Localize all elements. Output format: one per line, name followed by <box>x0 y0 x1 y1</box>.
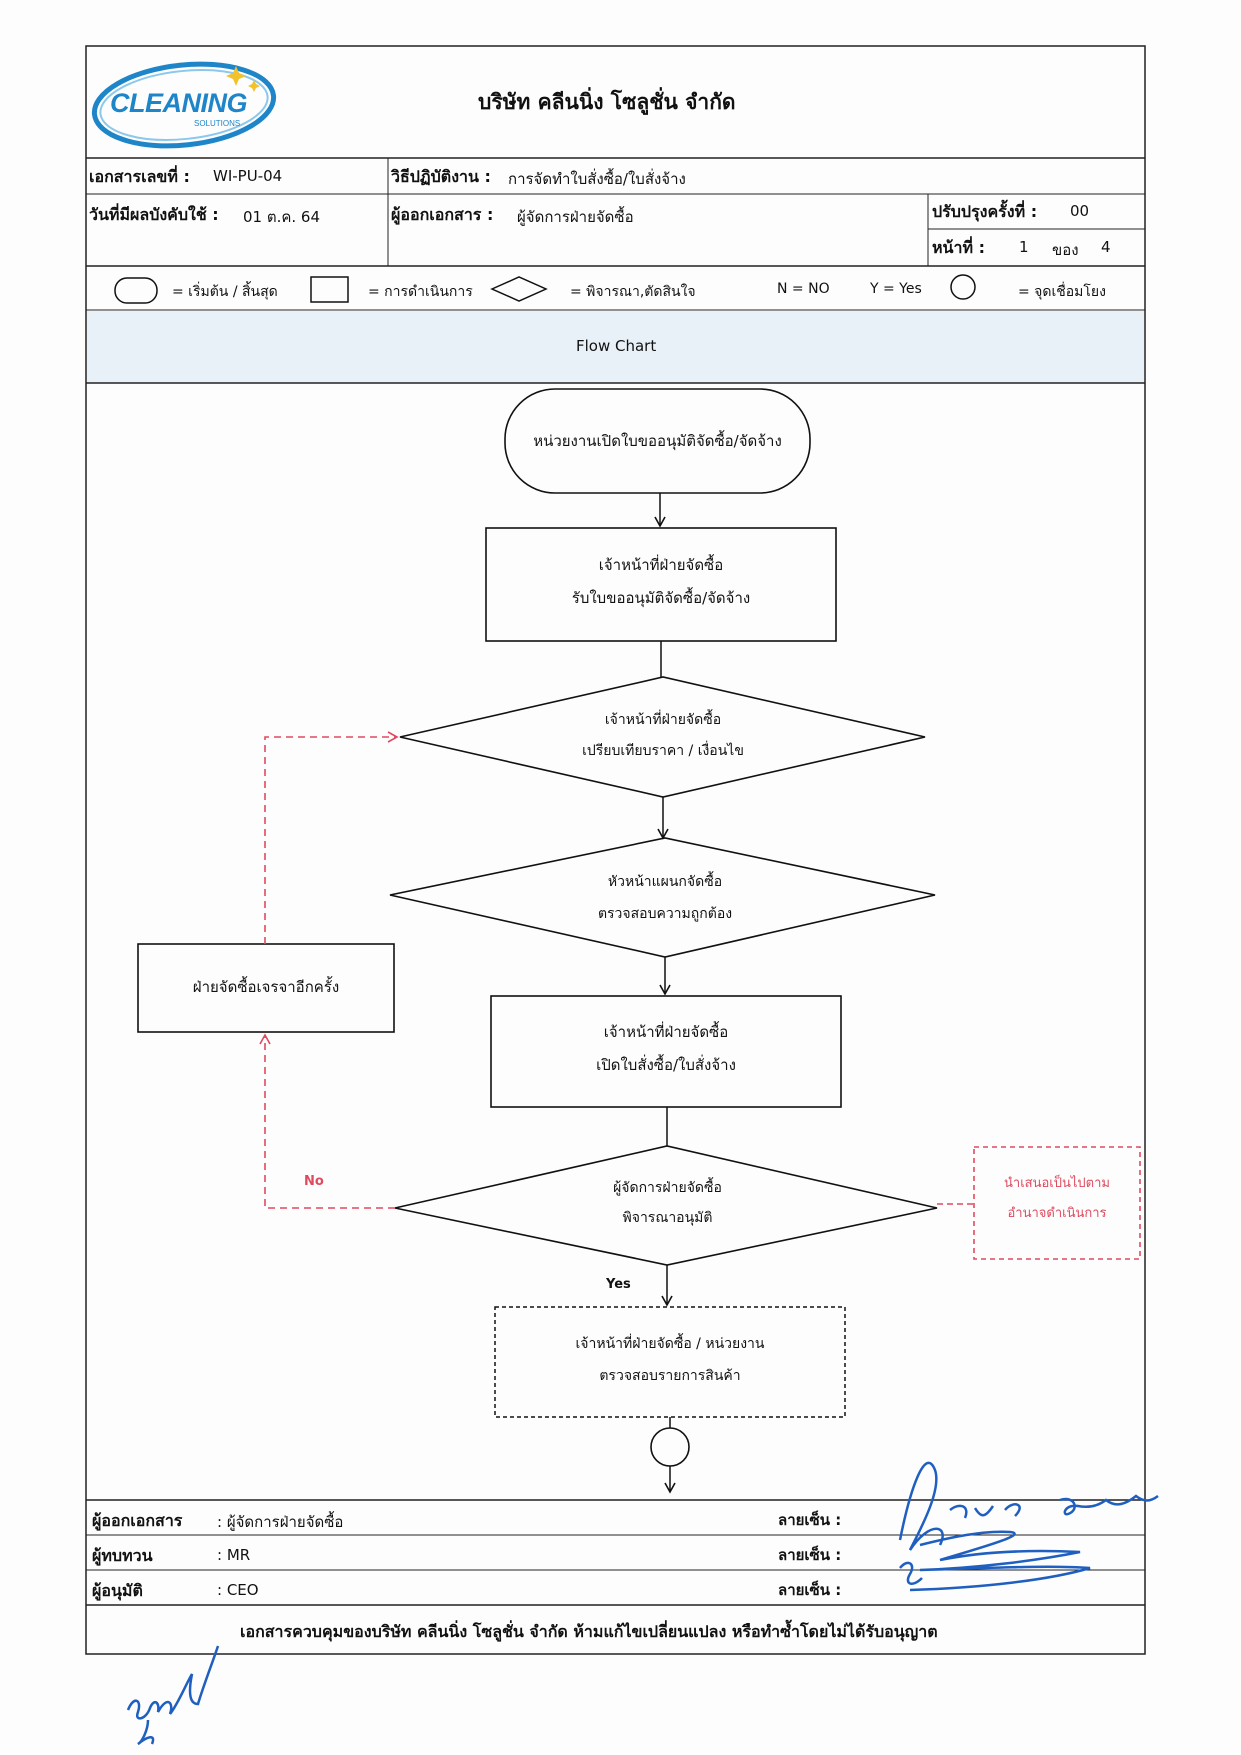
initials-mark <box>126 1645 220 1746</box>
logo-brand-text: CLEANING <box>110 88 248 118</box>
control-notice: เอกสารควบคุมของบริษัท คลีนนิ่ง โซลูชั่น … <box>240 1622 938 1641</box>
revision-label: ปรับปรุงครั้งที่ : <box>932 202 1038 221</box>
legend-decision: = พิจารณา,ตัดสินใจ <box>570 284 696 300</box>
start-terminal <box>504 388 811 494</box>
signature-label-2: ลายเซ็น : <box>778 1546 842 1564</box>
step1-line2: รับใบขออนุมัติจัดซื้อ/จัดจ้าง <box>571 589 751 607</box>
procedure-label: วิธีปฏิบัติงาน : <box>391 167 491 186</box>
section-title: Flow Chart <box>576 337 657 355</box>
legend-no: N = NO <box>777 281 830 297</box>
effective-value: 01 ต.ค. 64 <box>243 208 321 226</box>
footer-issuer-value: : ผู้จัดการฝ่ายจัดซื้อ <box>217 1513 344 1531</box>
page-number: 1 <box>1019 238 1029 256</box>
issuer-value: ผู้จัดการฝ่ายจัดซื้อ <box>517 208 634 226</box>
decision1-line2: เปรียบเทียบราคา / เงื่อนไข <box>582 743 744 759</box>
escalate-line2: อำนาจดำเนินการ <box>1007 1206 1107 1221</box>
renegotiate-box <box>137 943 395 1033</box>
footer-reviewer-label: ผู้ทบทวน <box>92 1546 153 1565</box>
page-label: หน้าที่ : <box>932 238 985 257</box>
decision3-diamond <box>394 1145 938 1266</box>
effective-label: วันที่มีผลบังคับใช้ : <box>89 205 219 224</box>
decision2-line1: หัวหน้าแผนกจัดซื้อ <box>607 874 723 890</box>
signature-label-3: ลายเซ็น : <box>778 1581 842 1599</box>
step2-box <box>490 995 842 1108</box>
decision3-line1: ผู้จัดการฝ่ายจัดซื้อ <box>613 1180 722 1196</box>
connector-circle <box>650 1427 690 1467</box>
procedure-value: การจัดทำใบสั่งซื้อ/ใบสั่งจ้าง <box>508 170 686 188</box>
step2-line2: เปิดใบสั่งซื้อ/ใบสั่งจ้าง <box>596 1056 736 1074</box>
step3-line1: เจ้าหน้าที่ฝ่ายจัดซื้อ / หน่วยงาน <box>575 1336 765 1352</box>
doc-no-value: WI-PU-04 <box>213 167 283 185</box>
signature-label-1: ลายเซ็น : <box>778 1511 842 1529</box>
issuer-label: ผู้ออกเอกสาร : <box>391 205 494 224</box>
renegotiate-text: ฝ่ายจัดซื้อเจรจาอีกครั้ง <box>192 978 340 996</box>
step3-line2: ตรวจสอบรายการสินค้า <box>599 1368 741 1384</box>
logo-sub-text: SOLUTIONS <box>194 119 241 128</box>
yes-label: Yes <box>606 1277 631 1292</box>
footer-reviewer-value: : MR <box>217 1546 251 1564</box>
company-name: บริษัท คลีนนิ่ง โซลูชั่น จำกัด <box>478 90 736 114</box>
page-total: 4 <box>1101 238 1111 256</box>
start-text: หน่วยงานเปิดใบขออนุมัติจัดซื้อ/จัดจ้าง <box>533 432 782 450</box>
legend-decision-shape <box>490 276 548 302</box>
decision3-line2: พิจารณาอนุมัติ <box>622 1210 713 1226</box>
decision1-diamond <box>399 676 926 798</box>
no-label: No <box>304 1174 324 1189</box>
escalate-line1: นำเสนอเป็นไปตาม <box>1004 1176 1110 1191</box>
decision2-diamond <box>389 837 936 958</box>
decision2-line2: ตรวจสอบความถูกต้อง <box>597 906 733 922</box>
handwritten-signature <box>898 1461 1159 1592</box>
footer-approver-label: ผู้อนุมัติ <box>92 1581 143 1600</box>
legend-connector-shape <box>950 274 976 300</box>
revision-value: 00 <box>1070 202 1090 220</box>
company-logo: CLEANING SOLUTIONS <box>86 52 286 152</box>
decision1-line1: เจ้าหน้าที่ฝ่ายจัดซื้อ <box>604 712 722 728</box>
legend-connector: = จุดเชื่อมโยง <box>1018 284 1106 300</box>
legend-terminal-shape <box>114 277 158 304</box>
legend-process: = การดำเนินการ <box>368 284 473 300</box>
step1-line1: เจ้าหน้าที่ฝ่ายจัดซื้อ <box>598 556 724 574</box>
footer-approver-value: : CEO <box>217 1581 259 1599</box>
legend-start-end: = เริ่มต้น / สิ้นสุด <box>172 284 278 300</box>
step2-line1: เจ้าหน้าที่ฝ่ายจัดซื้อ <box>603 1023 729 1041</box>
legend-process-shape <box>310 276 349 303</box>
page-of: ของ <box>1052 241 1079 259</box>
doc-no-label: เอกสารเลขที่ : <box>89 167 190 186</box>
escalate-box <box>973 1146 1141 1260</box>
footer-issuer-label: ผู้ออกเอกสาร <box>92 1511 183 1530</box>
step3-box <box>494 1306 846 1418</box>
legend-yes: Y = Yes <box>870 281 922 297</box>
